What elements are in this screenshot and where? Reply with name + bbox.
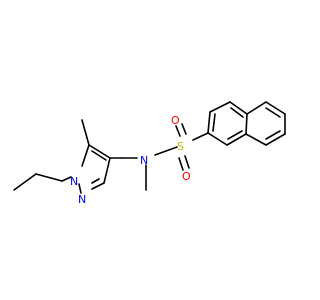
atom-n-pyrazole-2: N — [78, 193, 86, 206]
bond-nb-4-inner — [265, 130, 281, 140]
bond-n2-n1 — [78, 183, 82, 194]
bond-s-o-lower-a — [178, 157, 184, 171]
bond-ethyl-ch3 — [13, 173, 37, 191]
bond-n1-c5 — [81, 144, 90, 167]
bond-na-3 — [229, 101, 248, 115]
bond-c3-n2 — [91, 182, 105, 190]
bond-s-o-upper-a — [175, 125, 181, 137]
bond-c3-n2-inner — [91, 178, 100, 184]
bond-na-1 — [207, 111, 211, 134]
bond-nb-2 — [265, 101, 286, 115]
bond-nb-5 — [245, 133, 267, 146]
bond-na-4 — [245, 113, 248, 135]
bond-na-5 — [226, 133, 247, 146]
bond-c5-c4-inner — [91, 150, 107, 161]
bond-ethyl-ch2 — [35, 173, 63, 182]
bond-nb-2-inner — [265, 107, 281, 118]
bond-s-o-lower-b — [184, 155, 190, 169]
bond-c4-c3 — [103, 157, 111, 184]
bonds — [13, 101, 286, 194]
bond-nb-1 — [246, 101, 267, 115]
atom-labels: N N N S O O — [70, 114, 191, 206]
bond-nb-4 — [265, 133, 286, 146]
atom-s: S — [177, 140, 184, 153]
bond-s-o-upper-b — [181, 123, 187, 135]
atom-n-sulfonamide: N — [140, 154, 148, 167]
bond-na-2 — [209, 101, 231, 113]
atom-n-pyrazole-1: N — [70, 175, 78, 188]
bond-n-s — [154, 146, 178, 156]
bond-na-6 — [207, 132, 228, 146]
bond-na-1-inner — [212, 113, 216, 132]
atom-o-upper: O — [171, 114, 180, 127]
atom-o-lower: O — [182, 170, 191, 183]
bond-na-3-inner — [230, 107, 244, 118]
molecule-diagram: N N N S O O — [13, 101, 286, 206]
bond-na-5-inner — [227, 130, 243, 140]
bond-c5-c4 — [88, 144, 111, 159]
bond-c5-methyl — [81, 119, 90, 146]
bond-ethyl-n — [61, 176, 72, 182]
bond-s-naphthyl — [192, 132, 209, 141]
